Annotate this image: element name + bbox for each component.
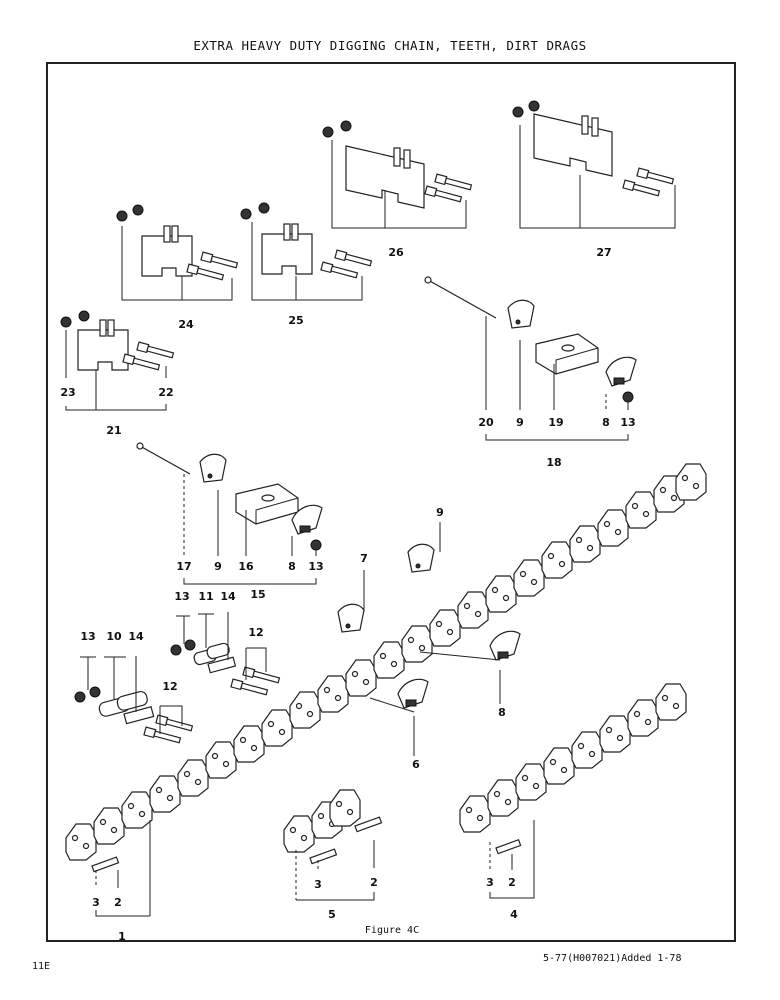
callout-22: 22 bbox=[158, 386, 173, 399]
callout-27: 27 bbox=[596, 246, 611, 259]
callout-1: 1 bbox=[118, 930, 126, 943]
callout-6: 6 bbox=[412, 758, 420, 771]
callout-14a: 14 bbox=[220, 590, 236, 603]
callout-3a: 3 bbox=[92, 896, 100, 909]
callout-13d: 13 bbox=[80, 630, 95, 643]
callout-2b: 2 bbox=[370, 876, 378, 889]
callout-8a: 8 bbox=[602, 416, 610, 429]
callout-12b: 12 bbox=[162, 680, 177, 693]
callout-20: 20 bbox=[478, 416, 494, 429]
page-title: EXTRA HEAVY DUTY DIGGING CHAIN, TEETH, D… bbox=[193, 38, 587, 53]
tooth-assembly-15 bbox=[136, 442, 323, 551]
callout-15: 15 bbox=[250, 588, 265, 601]
callout-9c: 9 bbox=[214, 560, 222, 573]
callout-4: 4 bbox=[510, 908, 518, 921]
callout-21: 21 bbox=[106, 424, 121, 437]
callout-10: 10 bbox=[106, 630, 122, 643]
revision-note: 5-77(H007021)Added 1-78 bbox=[543, 953, 682, 964]
callouts: 27 26 24 25 23 22 21 20 9 19 8 13 18 9 1… bbox=[60, 246, 635, 943]
callout-23: 23 bbox=[60, 386, 75, 399]
callout-16: 16 bbox=[238, 560, 254, 573]
callout-14b: 14 bbox=[128, 630, 144, 643]
callout-2c: 2 bbox=[508, 876, 516, 889]
figure-frame bbox=[46, 62, 736, 942]
chain-segment-4 bbox=[459, 683, 687, 833]
figure-caption: Figure 4C bbox=[365, 925, 419, 936]
pins bbox=[91, 816, 522, 873]
callout-13c: 13 bbox=[174, 590, 189, 603]
dirt-drag-25 bbox=[240, 202, 373, 280]
callout-9b: 9 bbox=[436, 506, 444, 519]
callout-24: 24 bbox=[178, 318, 194, 331]
callout-8c: 8 bbox=[498, 706, 506, 719]
callout-3c: 3 bbox=[486, 876, 494, 889]
callout-12a: 12 bbox=[248, 626, 263, 639]
callout-25: 25 bbox=[288, 314, 303, 327]
callout-19: 19 bbox=[548, 416, 563, 429]
leader-lines bbox=[65, 125, 676, 917]
dirt-drag-26 bbox=[322, 120, 473, 209]
dirt-drag-21 bbox=[60, 310, 175, 372]
callout-13b: 13 bbox=[308, 560, 323, 573]
callout-2a: 2 bbox=[114, 896, 122, 909]
callout-13a: 13 bbox=[620, 416, 635, 429]
main-chain bbox=[65, 463, 707, 861]
callout-7: 7 bbox=[360, 552, 368, 565]
callout-9a: 9 bbox=[516, 416, 524, 429]
callout-26: 26 bbox=[388, 246, 404, 259]
dirt-drag-24 bbox=[116, 204, 239, 282]
callout-3b: 3 bbox=[314, 878, 322, 891]
callout-11: 11 bbox=[198, 590, 213, 603]
callout-5: 5 bbox=[328, 908, 336, 921]
hardware-cluster bbox=[74, 639, 281, 745]
tooth-assembly-18 bbox=[424, 276, 637, 403]
callout-17: 17 bbox=[176, 560, 191, 573]
dirt-drag-27 bbox=[512, 100, 675, 198]
callout-8b: 8 bbox=[288, 560, 296, 573]
callout-18: 18 bbox=[546, 456, 561, 469]
chain-segment-5 bbox=[283, 789, 361, 853]
page-number: 11E bbox=[32, 961, 51, 972]
